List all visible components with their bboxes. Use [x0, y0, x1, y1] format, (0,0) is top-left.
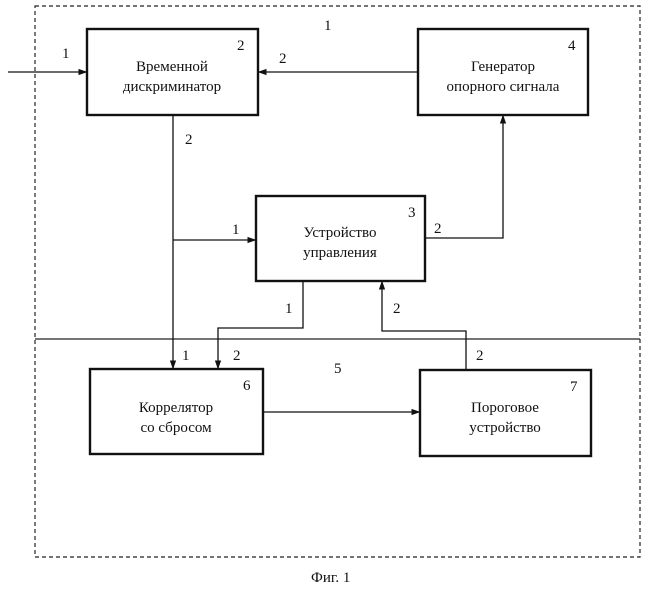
- arrow-control-to-correlator: [218, 281, 303, 369]
- block-generator-label-line1: Генератор: [471, 59, 535, 75]
- block-correlator-label-line1: Коррелятор: [139, 400, 213, 416]
- block-threshold-label-line2: устройство: [469, 420, 541, 436]
- port-label-control-in-threshold: 2: [393, 301, 401, 317]
- port-label-control-in: 1: [232, 222, 240, 238]
- region-number-lower: 5: [334, 361, 342, 377]
- figure-caption: Фиг. 1: [311, 570, 350, 586]
- block-discriminator-label-line1: Временной: [136, 59, 208, 75]
- region-number-upper: 1: [324, 18, 332, 34]
- port-label-control-out-corr: 1: [285, 301, 293, 317]
- block-generator-label-line2: опорного сигнала: [447, 79, 560, 95]
- port-label-gen-to-disc: 2: [279, 51, 287, 67]
- block-correlator-label-line2: со сбросом: [140, 420, 212, 436]
- arrow-threshold-to-control: [382, 281, 466, 370]
- block-discriminator-label-line2: дискриминатор: [123, 79, 221, 95]
- block-discriminator-number: 2: [237, 38, 245, 54]
- block-control-label-line2: управления: [303, 245, 377, 261]
- arrow-control-to-generator: [425, 115, 503, 238]
- block-control-number: 3: [408, 205, 416, 221]
- block-threshold-label-line1: Пороговое: [471, 400, 539, 416]
- port-label-disc-out: 2: [185, 132, 193, 148]
- port-label-threshold-out: 2: [476, 348, 484, 364]
- block-correlator-number: 6: [243, 378, 251, 394]
- port-label-control-out-gen: 2: [434, 221, 442, 237]
- port-label-input: 1: [62, 46, 70, 62]
- block-threshold-number: 7: [570, 379, 578, 395]
- block-generator-number: 4: [568, 38, 576, 54]
- block-control-label-line1: Устройство: [304, 225, 377, 241]
- port-label-corr-in-disc: 1: [182, 348, 190, 364]
- port-label-corr-in-control: 2: [233, 348, 241, 364]
